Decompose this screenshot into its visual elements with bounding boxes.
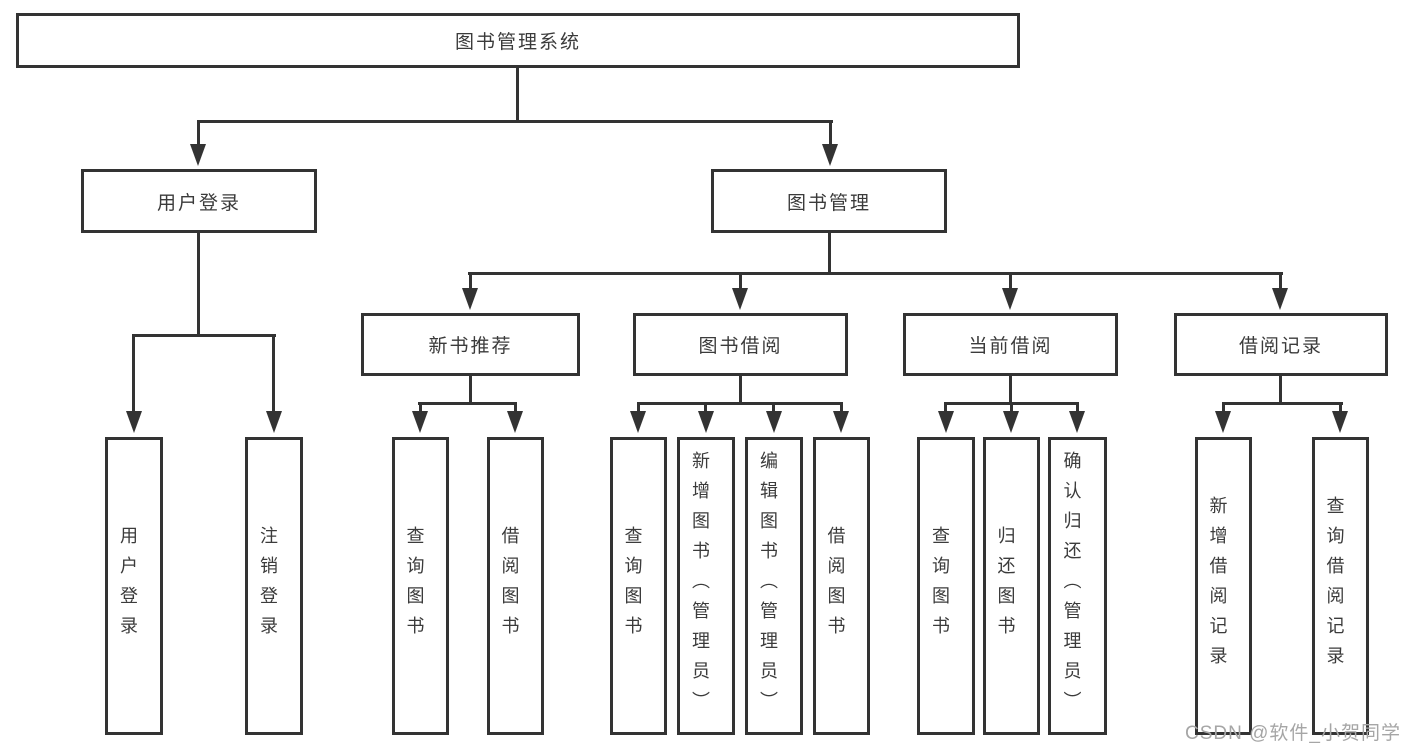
node-user-login-leaf: 用户登录 (105, 437, 163, 735)
node-book-borrowing: 图书借阅 (633, 313, 848, 376)
node-bb-add-books-admin: 新增图书（管理员） (677, 437, 735, 735)
arrowhead (1002, 288, 1018, 310)
arrowhead (1215, 411, 1231, 433)
connector-root-right-drop (829, 120, 832, 146)
arrowhead (507, 411, 523, 433)
connector-userlogin-bus (132, 334, 276, 337)
connector-userlogin-drop (272, 334, 275, 413)
arrowhead (1003, 411, 1019, 433)
connector-nbr-drop (419, 402, 422, 413)
node-root: 图书管理系统 (16, 13, 1020, 68)
node-cb-query-books: 查询图书 (917, 437, 975, 735)
arrowhead (462, 288, 478, 310)
connector-root-stem (516, 68, 519, 122)
arrowhead (1332, 411, 1348, 433)
connector-br-stem (1279, 374, 1282, 404)
connector-br-bus (1222, 402, 1343, 405)
connector-br-drop (1222, 402, 1225, 413)
node-bb-query-books: 查询图书 (610, 437, 667, 735)
connector-nbr-stem (469, 374, 472, 404)
connector-bookmgmt-bus (468, 272, 1283, 275)
arrowhead (822, 144, 838, 166)
arrowhead (698, 411, 714, 433)
node-current-borrowing: 当前借阅 (903, 313, 1118, 376)
connector-bookmgmt-drop (739, 272, 742, 290)
csdn-watermark: CSDN @软件_小贺同学 (1185, 723, 1401, 744)
arrowhead (766, 411, 782, 433)
node-nbr-borrow-books: 借阅图书 (487, 437, 544, 735)
connector-bb-drop (840, 402, 843, 413)
connector-cb-stem (1009, 374, 1012, 404)
arrowhead (1272, 288, 1288, 310)
arrowhead (412, 411, 428, 433)
connector-cb-drop (1076, 402, 1079, 413)
node-user-login: 用户登录 (81, 169, 317, 233)
arrowhead (190, 144, 206, 166)
arrowhead (1069, 411, 1085, 433)
arrowhead (938, 411, 954, 433)
node-br-add-record: 新增借阅记录 (1195, 437, 1252, 735)
connector-bb-drop (772, 402, 775, 413)
connector-bb-stem (739, 374, 742, 404)
node-cb-return-books: 归还图书 (983, 437, 1040, 735)
connector-bb-drop (704, 402, 707, 413)
connector-cb-drop (1010, 402, 1013, 413)
arrowhead (732, 288, 748, 310)
node-br-query-record: 查询借阅记录 (1312, 437, 1369, 735)
arrowhead (126, 411, 142, 433)
node-book-management: 图书管理 (711, 169, 947, 233)
node-logout-leaf: 注销登录 (245, 437, 303, 735)
connector-nbr-drop (514, 402, 517, 413)
connector-root-bus (197, 120, 833, 123)
connector-bookmgmt-drop (469, 272, 472, 290)
connector-bookmgmt-stem (828, 232, 831, 274)
connector-bb-bus (637, 402, 843, 405)
connector-userlogin-drop (132, 334, 135, 413)
arrowhead (833, 411, 849, 433)
node-new-book-recommend: 新书推荐 (361, 313, 580, 376)
arrowhead (630, 411, 646, 433)
node-cb-confirm-return-admin: 确认归还（管理员） (1048, 437, 1107, 735)
connector-root-left-drop (197, 120, 200, 146)
connector-br-drop (1339, 402, 1342, 413)
node-borrowing-records: 借阅记录 (1174, 313, 1388, 376)
node-bb-borrow-books: 借阅图书 (813, 437, 870, 735)
connector-bb-drop (637, 402, 640, 413)
node-nbr-query-books: 查询图书 (392, 437, 449, 735)
connector-userlogin-stem (197, 232, 200, 336)
connector-nbr-bus (418, 402, 517, 405)
arrowhead (266, 411, 282, 433)
connector-cb-drop (944, 402, 947, 413)
connector-bookmgmt-drop (1009, 272, 1012, 290)
connector-bookmgmt-drop (1279, 272, 1282, 290)
node-bb-edit-books-admin: 编辑图书（管理员） (745, 437, 803, 735)
